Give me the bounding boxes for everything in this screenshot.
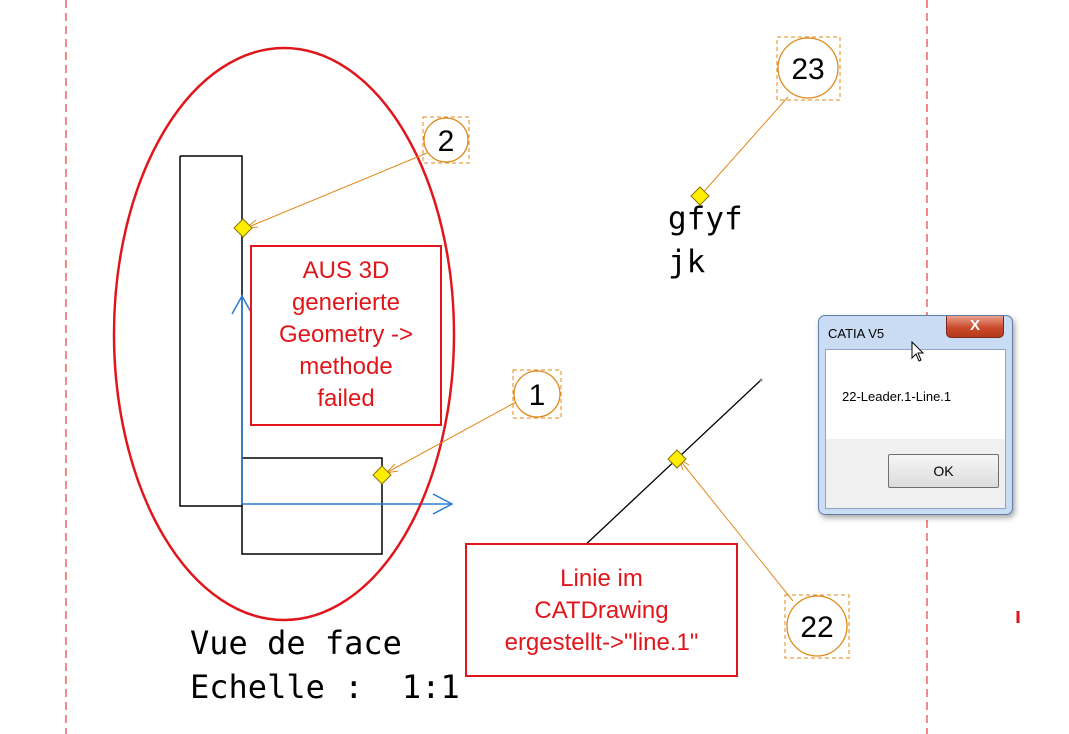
note-generated-line-5: failed	[317, 385, 375, 412]
balloon-22[interactable]: 22	[784, 594, 850, 659]
view-scale[interactable]: Echelle : 1:1	[190, 668, 460, 706]
leader-23	[699, 96, 789, 197]
highlight-ellipse	[112, 46, 456, 622]
balloon-22-label: 22	[800, 611, 833, 644]
ok-button[interactable]: OK	[888, 454, 999, 488]
note-created-line-1: Linie im	[560, 565, 643, 592]
dialog-close-button[interactable]: X	[946, 316, 1004, 338]
dialog-content-area: 22-Leader.1-Line.1	[826, 350, 1005, 439]
view-axis-arrowhead-up	[231, 294, 253, 315]
view-geometry-foot[interactable]	[241, 457, 383, 555]
note-created-line-2: CATDrawing	[534, 597, 669, 624]
balloon-23-label: 23	[791, 53, 824, 86]
note-created-line[interactable]: Linie im CATDrawing ergestellt->"line.1"	[465, 543, 738, 677]
drawn-line-1[interactable]	[581, 379, 762, 549]
balloon-1-label: 1	[529, 379, 546, 412]
dialog-message: 22-Leader.1-Line.1	[842, 389, 952, 404]
view-name[interactable]: Vue de face	[190, 624, 402, 662]
anchor-marker-1[interactable]	[372, 465, 392, 485]
dialog-body: 22-Leader.1-Line.1 OK	[825, 349, 1006, 509]
anchor-marker-22[interactable]	[667, 449, 687, 469]
note-generated-geometry[interactable]: AUS 3D generierte Geometry -> methode fa…	[250, 245, 442, 426]
note-generated-line-4: methode	[299, 353, 393, 380]
note-created-line-3: ergestellt->"line.1"	[504, 629, 699, 656]
note-generated-line-3: Geometry ->	[278, 321, 414, 348]
message-dialog[interactable]: CATIA V5 X 22-Leader.1-Line.1 OK	[818, 315, 1013, 515]
balloon-23[interactable]: 23	[776, 36, 841, 101]
balloon-1[interactable]: 1	[512, 369, 562, 419]
leader-2	[245, 152, 428, 229]
anchor-marker-2[interactable]	[233, 218, 253, 238]
line-end-point	[759, 378, 763, 382]
leader-lines	[245, 96, 794, 602]
leader-22	[678, 458, 794, 602]
note-generated-line-1: AUS 3D	[302, 257, 390, 284]
dialog-title: CATIA V5	[828, 326, 885, 341]
view-axis-arrowhead-right	[432, 493, 454, 515]
balloon-2[interactable]: 2	[422, 116, 470, 164]
text-element-line-2[interactable]: jk	[668, 244, 706, 280]
view-geometry-outline[interactable]	[179, 155, 243, 507]
balloon-2-label: 2	[438, 125, 455, 158]
leader-1	[385, 401, 517, 474]
mouse-pointer-icon	[911, 341, 925, 362]
anchor-marker-23[interactable]	[690, 186, 710, 206]
text-element-line-1[interactable]: gfyf	[668, 201, 743, 237]
note-generated-line-2: generierte	[291, 289, 401, 316]
